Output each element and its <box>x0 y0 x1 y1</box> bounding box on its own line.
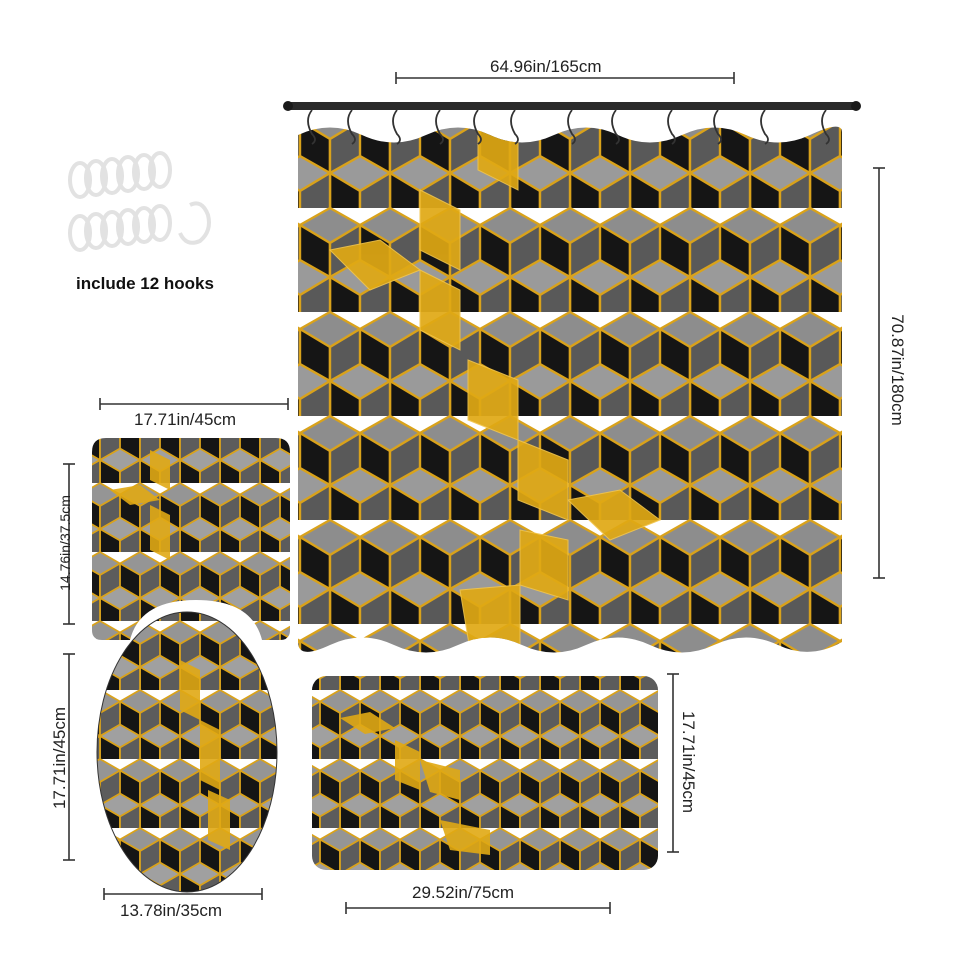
contour-mat-width-label: 17.71in/45cm <box>134 410 237 429</box>
hooks-rings-icon <box>68 151 211 252</box>
bath-mat-width-label: 29.52in/75cm <box>412 883 515 902</box>
shower-curtain <box>283 101 861 653</box>
hooks-caption: include 12 hooks <box>76 274 214 293</box>
lid-cover <box>96 611 278 893</box>
curtain-rod <box>286 102 858 110</box>
bath-mat-height-label: 17.71in/45cm <box>679 710 698 814</box>
curtain-width-label: 64.96in/165cm <box>490 57 602 76</box>
curtain-height-label: 70.87in/180cm <box>888 314 907 426</box>
lid-cover-width-label: 13.78in/35cm <box>120 901 223 920</box>
dimension-lines <box>63 72 885 914</box>
curtain-hooks <box>307 109 830 145</box>
contour-mat <box>92 438 290 640</box>
contour-mat-height-label: 14.76in/37.5cm <box>57 495 73 591</box>
bath-mat <box>312 676 658 870</box>
lid-cover-height-label: 17.71in/45cm <box>50 706 69 810</box>
